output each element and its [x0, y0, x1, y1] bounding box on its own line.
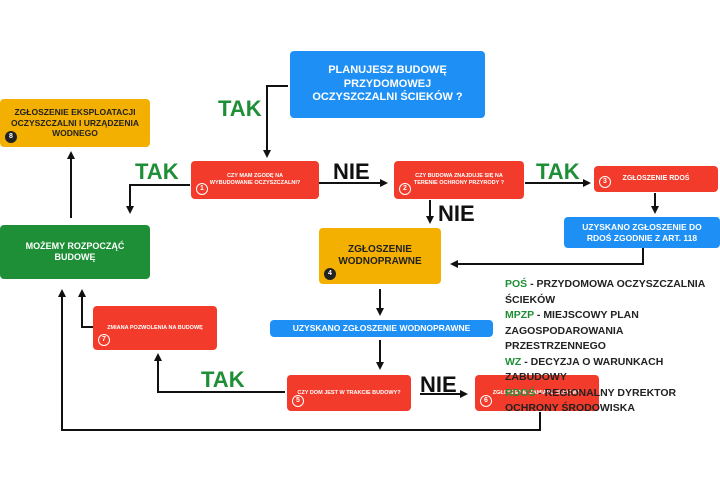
step-number-1: 1 — [196, 183, 208, 195]
q2-nature-text: CZY BUDOWA ZNAJDUJE SIĘ NA TERENIE OCHRO… — [413, 173, 505, 186]
arrow-q1-to-build — [126, 184, 190, 214]
start-build-text: MOŻEMY ROZPOCZĄĆ BUDOWĘ — [25, 240, 125, 262]
permit-change-text: ZMIANA POZWOLENIA NA BUDOWĘ — [107, 324, 203, 331]
rdos-text: ZGŁOSZENIE RDOŚ — [622, 174, 690, 182]
step-number-2: 2 — [399, 183, 411, 195]
label-nie-q5: NIE — [420, 372, 457, 397]
wodnoprawne-box: ZGŁOSZENIE WODNOPRAWNE 4 — [319, 228, 441, 284]
wodnoprawne-text: ZGŁOSZENIE WODNOPRAWNE — [338, 243, 422, 268]
q5-construction-text: CZY DOM JEST W TRAKCIE BUDOWY? — [297, 389, 401, 396]
legend-item: POŚ - PRZYDOMOWA OCZYSZCZALNIA ŚCIEKÓW — [505, 278, 705, 306]
wodnoprawne-approved-box: UZYSKANO ZGŁOSZENIE WODNOPRAWNE — [270, 320, 493, 337]
legend-item: RDOŚ - REGIONALNY DYREKTOR OCHRONY ŚRODO… — [505, 386, 677, 415]
label-tak-start: TAK — [218, 96, 262, 121]
eksploatacja-text: ZGŁOSZENIE EKSPLOATACJI OCZYSZCZALNI I U… — [11, 107, 139, 139]
rdos-approved-box: UZYSKANO ZGŁOSZENIE DO RDOŚ ZGODNIE Z AR… — [564, 217, 720, 248]
eksploatacja-box: ZGŁOSZENIE EKSPLOATACJI OCZYSZCZALNI I U… — [0, 99, 150, 147]
arrow-rdos-ok-to-wodno — [450, 248, 644, 268]
label-nie-q2: NIE — [438, 201, 475, 226]
start-build-box: MOŻEMY ROZPOCZĄĆ BUDOWĘ — [0, 225, 150, 279]
arrow-start-to-q1 — [263, 85, 288, 158]
q1-consent-box: CZY MAM ZGODĘ NA WYBUDOWANIE OCZYSZCZALN… — [191, 161, 319, 199]
q1-consent-text: CZY MAM ZGODĘ NA WYBUDOWANIE OCZYSZCZALN… — [209, 173, 301, 186]
step-number-3: 3 — [599, 176, 611, 188]
label-tak-q1: TAK — [135, 159, 179, 184]
legend-item: WZ - DECYZJA O WARUNKACH ZABUDOWY — [505, 355, 664, 384]
q2-nature-box: CZY BUDOWA ZNAJDUJE SIĘ NA TERENIE OCHRO… — [394, 161, 524, 199]
step-number-6: 6 — [480, 395, 492, 407]
legend: POŚ - PRZYDOMOWA OCZYSZCZALNIA ŚCIEKÓW M… — [505, 277, 720, 417]
arrow-permit-to-build — [78, 289, 94, 328]
step-number-5: 5 — [292, 395, 304, 407]
step-number-7: 7 — [98, 334, 110, 346]
rdos-approved-text: UZYSKANO ZGŁOSZENIE DO RDOŚ ZGODNIE Z AR… — [582, 221, 702, 243]
legend-item: MPZP - MIEJSCOWY PLAN ZAGOSPODAROWANIA P… — [505, 309, 639, 352]
step-number-8: 8 — [5, 131, 17, 143]
label-nie-q1: NIE — [333, 159, 370, 184]
arrow-q5-to-permit — [154, 353, 285, 393]
zamiar-text: ZGŁOSZENIE ZAMIARU BUDOWY — [492, 389, 582, 396]
q5-construction-box: CZY DOM JEST W TRAKCIE BUDOWY? 5 — [287, 375, 411, 411]
permit-change-box: ZMIANA POZWOLENIA NA BUDOWĘ 7 — [93, 306, 217, 350]
start-question-text: PLANUJESZ BUDOWĘ PRZYDOMOWEJ OCZYSZCZALN… — [312, 63, 463, 104]
rdos-box: ZGŁOSZENIE RDOŚ 3 — [594, 166, 718, 192]
zamiar-box: ZGŁOSZENIE ZAMIARU BUDOWY 6 — [475, 375, 599, 411]
arrow-zamiar-to-build — [58, 289, 541, 431]
wodnoprawne-approved-text: UZYSKANO ZGŁOSZENIE WODNOPRAWNE — [292, 323, 471, 334]
step-number-4: 4 — [324, 268, 336, 280]
label-tak-q5: TAK — [201, 367, 245, 392]
start-question-box: PLANUJESZ BUDOWĘ PRZYDOMOWEJ OCZYSZCZALN… — [290, 51, 485, 118]
label-tak-q2: TAK — [536, 159, 580, 184]
